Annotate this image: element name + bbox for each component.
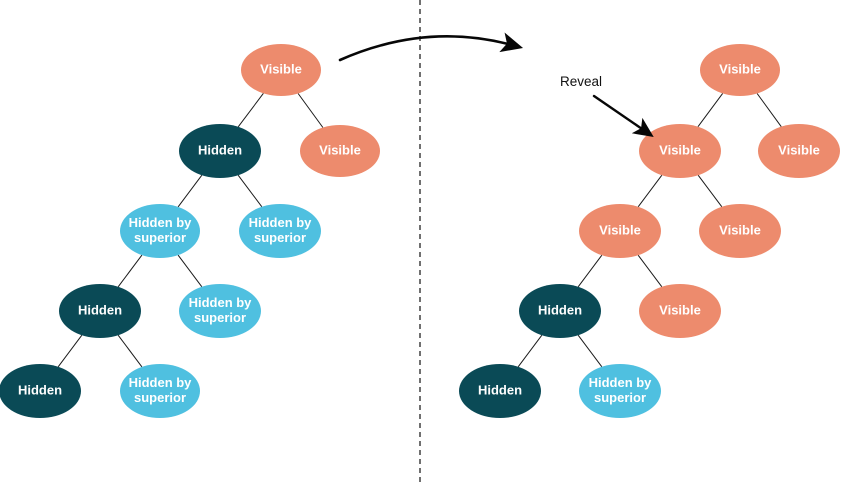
tree-edge	[177, 254, 203, 288]
tree-node-visible[interactable]: Visible	[699, 204, 781, 258]
tree-edge	[237, 174, 263, 208]
tree-edge	[57, 334, 83, 368]
node-ellipse[interactable]	[239, 204, 321, 258]
node-ellipse[interactable]	[241, 44, 321, 96]
node-ellipse[interactable]	[59, 284, 141, 338]
node-ellipse[interactable]	[120, 364, 200, 418]
tree-node-hidden[interactable]: Hidden	[59, 284, 141, 338]
tree-edge	[637, 254, 663, 288]
tree-edge	[637, 174, 663, 208]
tree-node-hidden[interactable]: Hidden	[519, 284, 601, 338]
transition-curved-arrow-icon	[338, 32, 524, 62]
node-ellipse[interactable]	[519, 284, 601, 338]
tree-node-visible[interactable]: Visible	[241, 44, 321, 96]
node-ellipse[interactable]	[758, 124, 840, 178]
tree-node-hidden[interactable]: Hidden	[0, 364, 81, 418]
node-ellipse[interactable]	[179, 284, 261, 338]
node-ellipse[interactable]	[179, 124, 261, 178]
tree-node-visible[interactable]: Visible	[579, 204, 661, 258]
tree-edge	[177, 174, 203, 208]
node-ellipse[interactable]	[579, 204, 661, 258]
node-ellipse[interactable]	[639, 124, 721, 178]
tree-edge	[697, 93, 724, 128]
node-ellipse[interactable]	[459, 364, 541, 418]
node-ellipse[interactable]	[639, 284, 721, 338]
reveal-arrow-icon	[592, 94, 654, 137]
node-ellipse[interactable]	[699, 204, 781, 258]
tree-edge	[517, 334, 543, 368]
tree-edge	[297, 93, 324, 128]
tree-edge	[237, 93, 264, 128]
node-ellipse[interactable]	[300, 125, 380, 177]
tree-node-visible[interactable]: Visible	[639, 124, 721, 178]
reveal-annotation-label: Reveal	[560, 74, 602, 89]
node-ellipse[interactable]	[120, 204, 200, 258]
tree-edge	[697, 174, 723, 208]
tree-node-visible[interactable]: Visible	[639, 284, 721, 338]
tree-node-hidden[interactable]: Hidden	[179, 124, 261, 178]
left-tree-edges	[57, 93, 324, 368]
tree-edge	[117, 334, 143, 368]
tree-node-hidden[interactable]: Hidden	[459, 364, 541, 418]
tree-edge	[117, 254, 143, 288]
tree-node-visible[interactable]: Visible	[300, 125, 380, 177]
node-ellipse[interactable]	[579, 364, 661, 418]
node-ellipse[interactable]	[700, 44, 780, 96]
node-ellipse[interactable]	[0, 364, 81, 418]
tree-edge	[577, 254, 603, 288]
right-tree-edges	[517, 93, 782, 368]
tree-edge	[577, 334, 603, 368]
tree-node-visible[interactable]: Visible	[758, 124, 840, 178]
tree-node-visible[interactable]: Visible	[700, 44, 780, 96]
tree-edge	[756, 93, 782, 127]
